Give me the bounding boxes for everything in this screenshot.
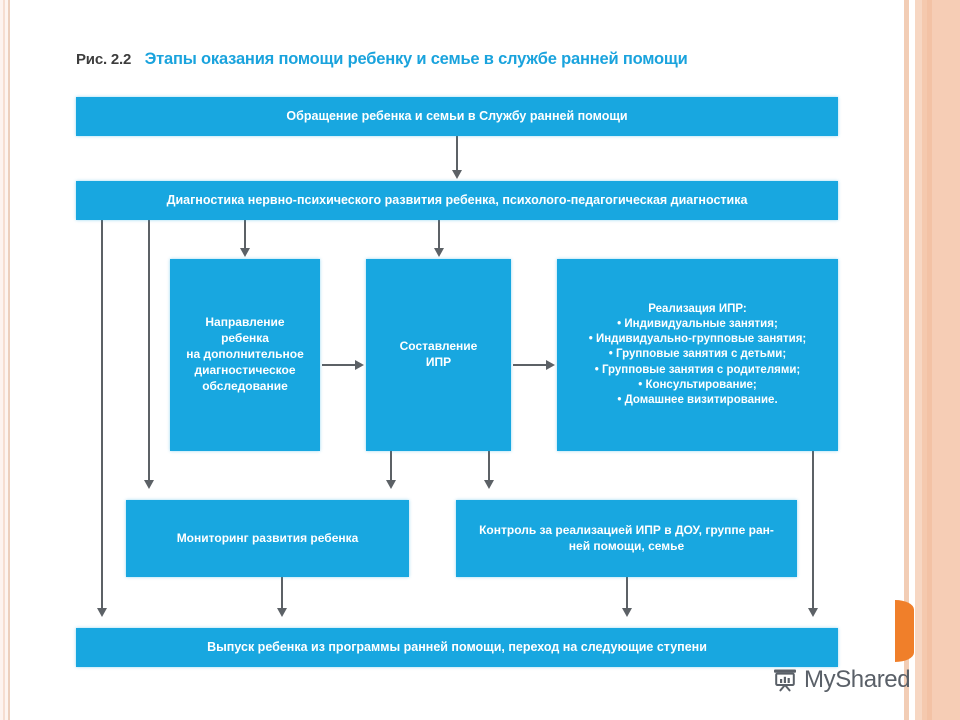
connector-control-to-graduation-line bbox=[626, 577, 628, 609]
connector-realization-to-control-line bbox=[488, 451, 490, 481]
connector-realization-to-graduation-line bbox=[812, 451, 814, 609]
connector-ipr-to-realization-arrow bbox=[546, 360, 555, 370]
list-item: • Групповые занятия с детьми; bbox=[608, 348, 787, 361]
connector-ipr-to-realization-line bbox=[513, 364, 547, 366]
figure-number: Рис. 2.2 bbox=[76, 51, 132, 68]
list-item: • Консультирование; bbox=[638, 378, 757, 391]
connector-ipr-to-monitoring-line bbox=[390, 451, 392, 481]
flow-box-ipr-line-1: Составление bbox=[399, 339, 478, 354]
connector-request-to-diagnosis-line bbox=[456, 136, 458, 172]
connector-referral-to-ipr-line bbox=[322, 364, 356, 366]
connector-realization-to-graduation-arrow bbox=[808, 608, 818, 617]
flow-box-referral-line-3: на дополнительное bbox=[186, 347, 304, 362]
connector-diagnosis-to-ipr-line bbox=[438, 220, 440, 249]
flow-box-referral-line-5: обследование bbox=[202, 378, 288, 393]
flow-box-request-label: Обращение ребенка и семьи в Службу ранне… bbox=[286, 109, 628, 124]
flow-box-realization[interactable]: Реализация ИПР: • Индивидуальные занятия… bbox=[557, 259, 838, 451]
flow-box-referral-line-2: ребенка bbox=[221, 331, 269, 346]
flow-box-ipr[interactable]: Составление ИПР bbox=[366, 259, 511, 451]
connector-referral-to-ipr-arrow bbox=[355, 360, 364, 370]
flow-box-control[interactable]: Контроль за реализацией ИПР в ДОУ, групп… bbox=[456, 500, 797, 577]
list-item: • Домашнее визитирование. bbox=[617, 393, 778, 406]
flow-box-referral-line-1: Направление bbox=[205, 315, 285, 330]
flow-box-diagnosis-label: Диагностика нервно-психического развития… bbox=[166, 193, 748, 208]
connector-monitoring-to-graduation-arrow bbox=[277, 608, 287, 617]
flow-box-monitoring[interactable]: Мониторинг развития ребенка bbox=[126, 500, 409, 577]
connector-diagnosis-to-referral-line bbox=[244, 220, 246, 249]
connector-diagnosis-to-monitoring-arrow bbox=[144, 480, 154, 489]
presentation-board-icon bbox=[772, 667, 798, 693]
myshared-watermark-text: MyShared bbox=[804, 666, 911, 693]
list-item: • Групповые занятия с родителями; bbox=[594, 363, 801, 376]
connector-diagnosis-to-graduation-arrow bbox=[97, 608, 107, 617]
flow-box-realization-label: Реализация ИПР: • Индивидуальные занятия… bbox=[589, 302, 807, 408]
flow-box-realization-list: • Индивидуальные занятия; • Индивидуальн… bbox=[589, 317, 807, 408]
flow-box-referral[interactable]: Направление ребенка на дополнительное ди… bbox=[170, 259, 320, 451]
connector-ipr-to-monitoring-arrow bbox=[386, 480, 396, 489]
flow-box-ipr-label: Составление ИПР bbox=[400, 339, 478, 371]
figure-title: Этапы оказания помощи ребенку и семье в … bbox=[144, 50, 688, 68]
flow-box-control-line-1: Контроль за реализацией ИПР в ДОУ, групп… bbox=[479, 522, 774, 537]
orange-semicircle-decor bbox=[895, 600, 914, 662]
flow-box-graduation-label: Выпуск ребенка из программы ранней помощ… bbox=[207, 640, 707, 655]
flow-box-request[interactable]: Обращение ребенка и семьи в Службу ранне… bbox=[76, 97, 838, 136]
flow-box-control-line-2: ней помощи, семье bbox=[568, 538, 685, 553]
connector-control-to-graduation-arrow bbox=[622, 608, 632, 617]
myshared-watermark: MyShared bbox=[772, 666, 911, 694]
connector-diagnosis-to-ipr-arrow bbox=[434, 248, 444, 257]
connector-request-to-diagnosis-arrow bbox=[452, 170, 462, 179]
flow-box-referral-label: Направление ребенка на дополнительное ди… bbox=[186, 315, 304, 394]
flow-box-diagnosis[interactable]: Диагностика нервно-психического развития… bbox=[76, 181, 838, 220]
list-item: • Индивидуально-групповые занятия; bbox=[588, 333, 807, 346]
flow-box-control-label: Контроль за реализацией ИПР в ДОУ, групп… bbox=[479, 523, 774, 555]
left-decorative-stripes bbox=[0, 0, 14, 720]
list-item: • Индивидуальные занятия; bbox=[617, 318, 778, 331]
connector-diagnosis-to-referral-arrow bbox=[240, 248, 250, 257]
right-decorative-stripes bbox=[898, 0, 960, 720]
connector-realization-to-control-arrow bbox=[484, 480, 494, 489]
flow-box-monitoring-label: Мониторинг развития ребенка bbox=[176, 530, 359, 545]
connector-diagnosis-to-monitoring-line bbox=[148, 220, 150, 481]
figure-caption: Рис. 2.2 Этапы оказания помощи ребенку и… bbox=[76, 50, 688, 69]
flow-box-realization-heading: Реализация ИПР: bbox=[648, 302, 747, 315]
connector-monitoring-to-graduation-line bbox=[281, 577, 283, 609]
flow-box-referral-line-4: диагностическое bbox=[194, 362, 296, 377]
flow-box-graduation[interactable]: Выпуск ребенка из программы ранней помощ… bbox=[76, 628, 838, 667]
connector-diagnosis-to-graduation-line bbox=[101, 220, 103, 609]
flow-box-ipr-line-2: ИПР bbox=[425, 355, 452, 369]
